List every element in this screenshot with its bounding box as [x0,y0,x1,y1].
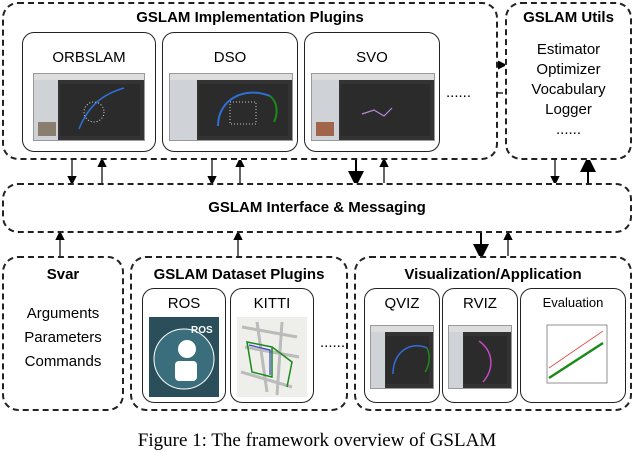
plugins-more: ...... [446,84,472,101]
dataset-ros-label: ROS [167,295,201,312]
plugin-dso: DSO [162,32,298,152]
utils-item-optimizer: Optimizer [536,61,601,78]
viz-qviz: QVIZ [364,288,440,403]
interface-panel: GSLAM Interface & Messaging [2,183,632,233]
interface-title: GSLAM Interface & Messaging [208,199,426,216]
svar-panel: Svar Arguments Parameters Commands [2,256,124,411]
viz-rviz: RVIZ [442,288,518,403]
figure-caption: Figure 1: The framework overview of GSLA… [137,430,497,451]
dataset-kitti: KITTI [230,288,314,403]
utils-more: ...... [555,121,581,138]
plugin-dso-label: DSO [213,49,247,66]
orbslam-screenshot [33,73,145,141]
plugin-orbslam: ORBSLAM [22,32,156,152]
viz-evaluation: Evaluation [520,288,626,403]
viz-qviz-label: QVIZ [384,295,420,312]
viz-evaluation-label: Evaluation [542,295,604,310]
viz-rviz-label: RVIZ [463,295,497,312]
svar-item-commands: Commands [24,353,102,370]
implementation-plugins-title: GSLAM Implementation Plugins [136,9,364,26]
plugin-svo-label: SVO [356,49,388,66]
svo-screenshot [311,73,435,141]
utils-item-vocabulary: Vocabulary [531,81,606,98]
utils-title: GSLAM Utils [523,9,614,26]
ros-logo-icon: ROS [149,317,219,397]
svar-item-parameters: Parameters [24,329,102,346]
plugin-orbslam-label: ORBSLAM [52,49,126,66]
evaluation-plot-icon [546,324,608,384]
implementation-plugins-panel: GSLAM Implementation Plugins ORBSLAM DSO… [2,2,498,160]
dataset-ros: ROS ROS [142,288,226,403]
visualization-title: Visualization/Application [404,266,582,283]
kitti-map-icon [237,317,307,397]
dataset-plugins-panel: GSLAM Dataset Plugins ROS ROS KITTI ....… [130,256,348,411]
dataset-kitti-label: KITTI [253,295,291,312]
svar-item-arguments: Arguments [26,305,100,322]
ros-logo-text: ROS [191,325,213,336]
dso-screenshot [169,73,293,141]
visualization-panel: Visualization/Application QVIZ RVIZ Eval… [354,256,632,411]
plugin-svo: SVO [304,32,440,152]
utils-panel: GSLAM Utils Estimator Optimizer Vocabula… [505,2,632,160]
qviz-screenshot [370,325,434,389]
utils-item-logger: Logger [545,101,592,118]
dataset-plugins-title: GSLAM Dataset Plugins [153,266,325,283]
dataset-more: ...... [320,334,346,351]
utils-item-estimator: Estimator [536,41,601,58]
svar-title: Svar [46,266,80,283]
rviz-screenshot [448,325,512,389]
